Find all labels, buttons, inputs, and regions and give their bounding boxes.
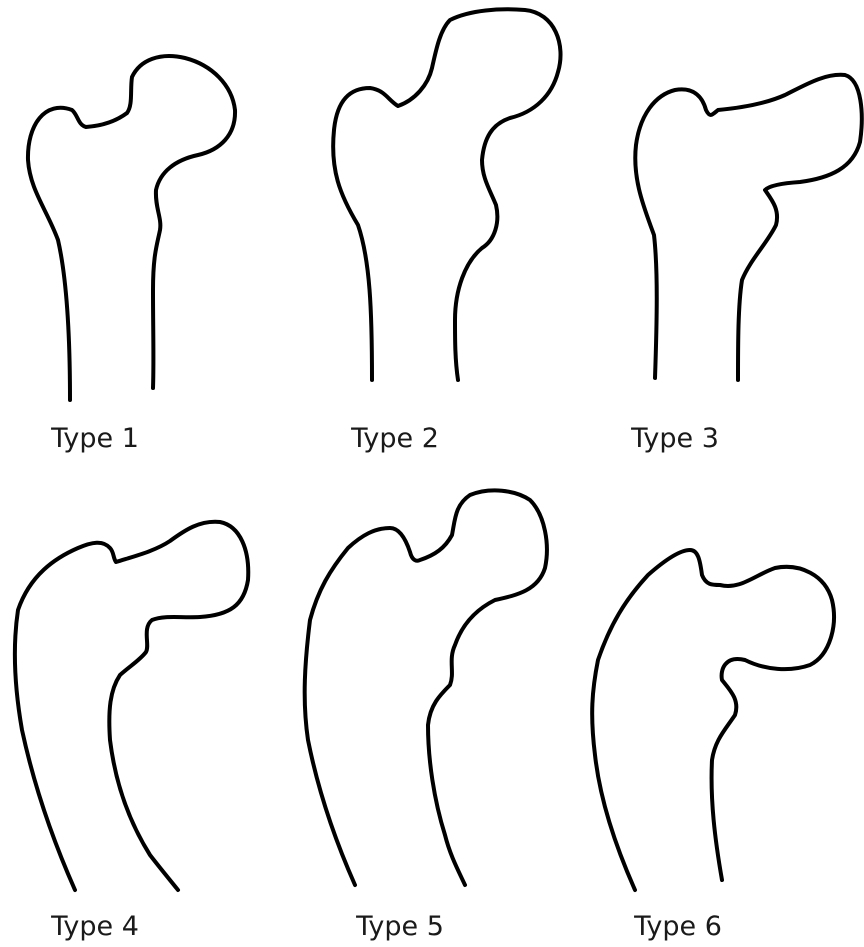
femur-outline-type-1-lateral — [28, 56, 235, 400]
femur-outline-type-6 — [592, 550, 834, 890]
panel-label-type-1: Type 1 — [50, 423, 139, 454]
panel-label-type-2: Type 2 — [350, 423, 439, 454]
femur-outline-type-4 — [15, 522, 248, 890]
panel-type-4: Type 4 — [15, 522, 248, 942]
panel-type-3: Type 3 — [630, 75, 862, 454]
panel-label-type-3: Type 3 — [630, 423, 719, 454]
femur-outline-type-3 — [635, 75, 861, 380]
femur-outline-type-5 — [305, 490, 547, 885]
panel-type-5: Type 5 — [305, 490, 547, 942]
panel-label-type-6: Type 6 — [633, 911, 722, 942]
panel-type-6: Type 6 — [592, 550, 834, 942]
panel-type-1: Type 1 — [28, 56, 235, 454]
femur-outline-type-2 — [333, 9, 560, 380]
panel-type-2: Type 2 — [333, 9, 560, 454]
panel-label-type-4: Type 4 — [50, 911, 139, 942]
panel-label-type-5: Type 5 — [355, 911, 444, 942]
